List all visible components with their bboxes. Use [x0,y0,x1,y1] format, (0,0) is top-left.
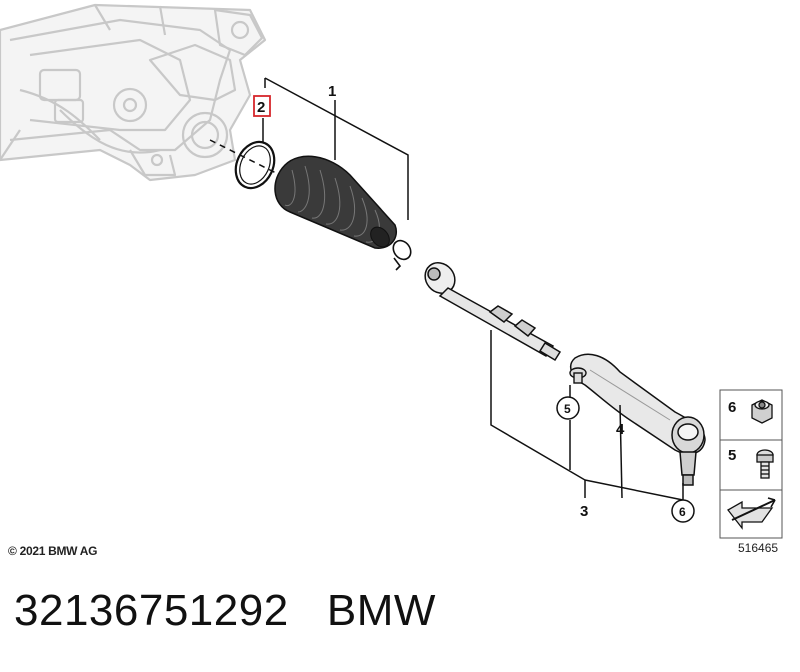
parts-legend: 6 5 [719,389,783,539]
callout-1: 1 [328,83,336,100]
leader-lines [262,77,684,501]
brand-name: BMW [326,586,436,635]
copyright: © 2021 BMW AG [8,544,97,558]
boot-clamp-part [392,239,412,271]
callout-5-circle: 5 [556,396,580,420]
axis-dashed-line [209,139,281,176]
callout-2-highlight-box [253,95,271,117]
ring-part [234,140,276,190]
steering-rack-ghost [0,3,267,182]
callout-3: 3 [580,503,588,520]
tie-rod-end-part [570,353,706,486]
reference-arrow-icon [727,497,776,530]
bellows-boot-part [274,155,397,249]
part-footer: 32136751292 BMW [14,586,436,636]
part-number: 32136751292 [14,586,289,635]
callout-2: 2 [257,99,265,116]
callout-6: 6 [679,505,686,519]
bolt-icon [756,449,774,479]
callout-4: 4 [616,421,625,438]
bolt-part [569,367,587,384]
callout-5: 5 [564,402,571,416]
legend-bolt-number: 5 [728,447,736,464]
inner-tie-rod-part [424,262,562,362]
diagram-number: 516465 [738,541,778,555]
legend-nut-number: 6 [728,399,736,416]
parts-diagram: 1 2 3 4 5 6 6 5 [0,3,783,558]
callout-6-circle: 6 [671,499,695,523]
nut-icon [751,399,773,424]
